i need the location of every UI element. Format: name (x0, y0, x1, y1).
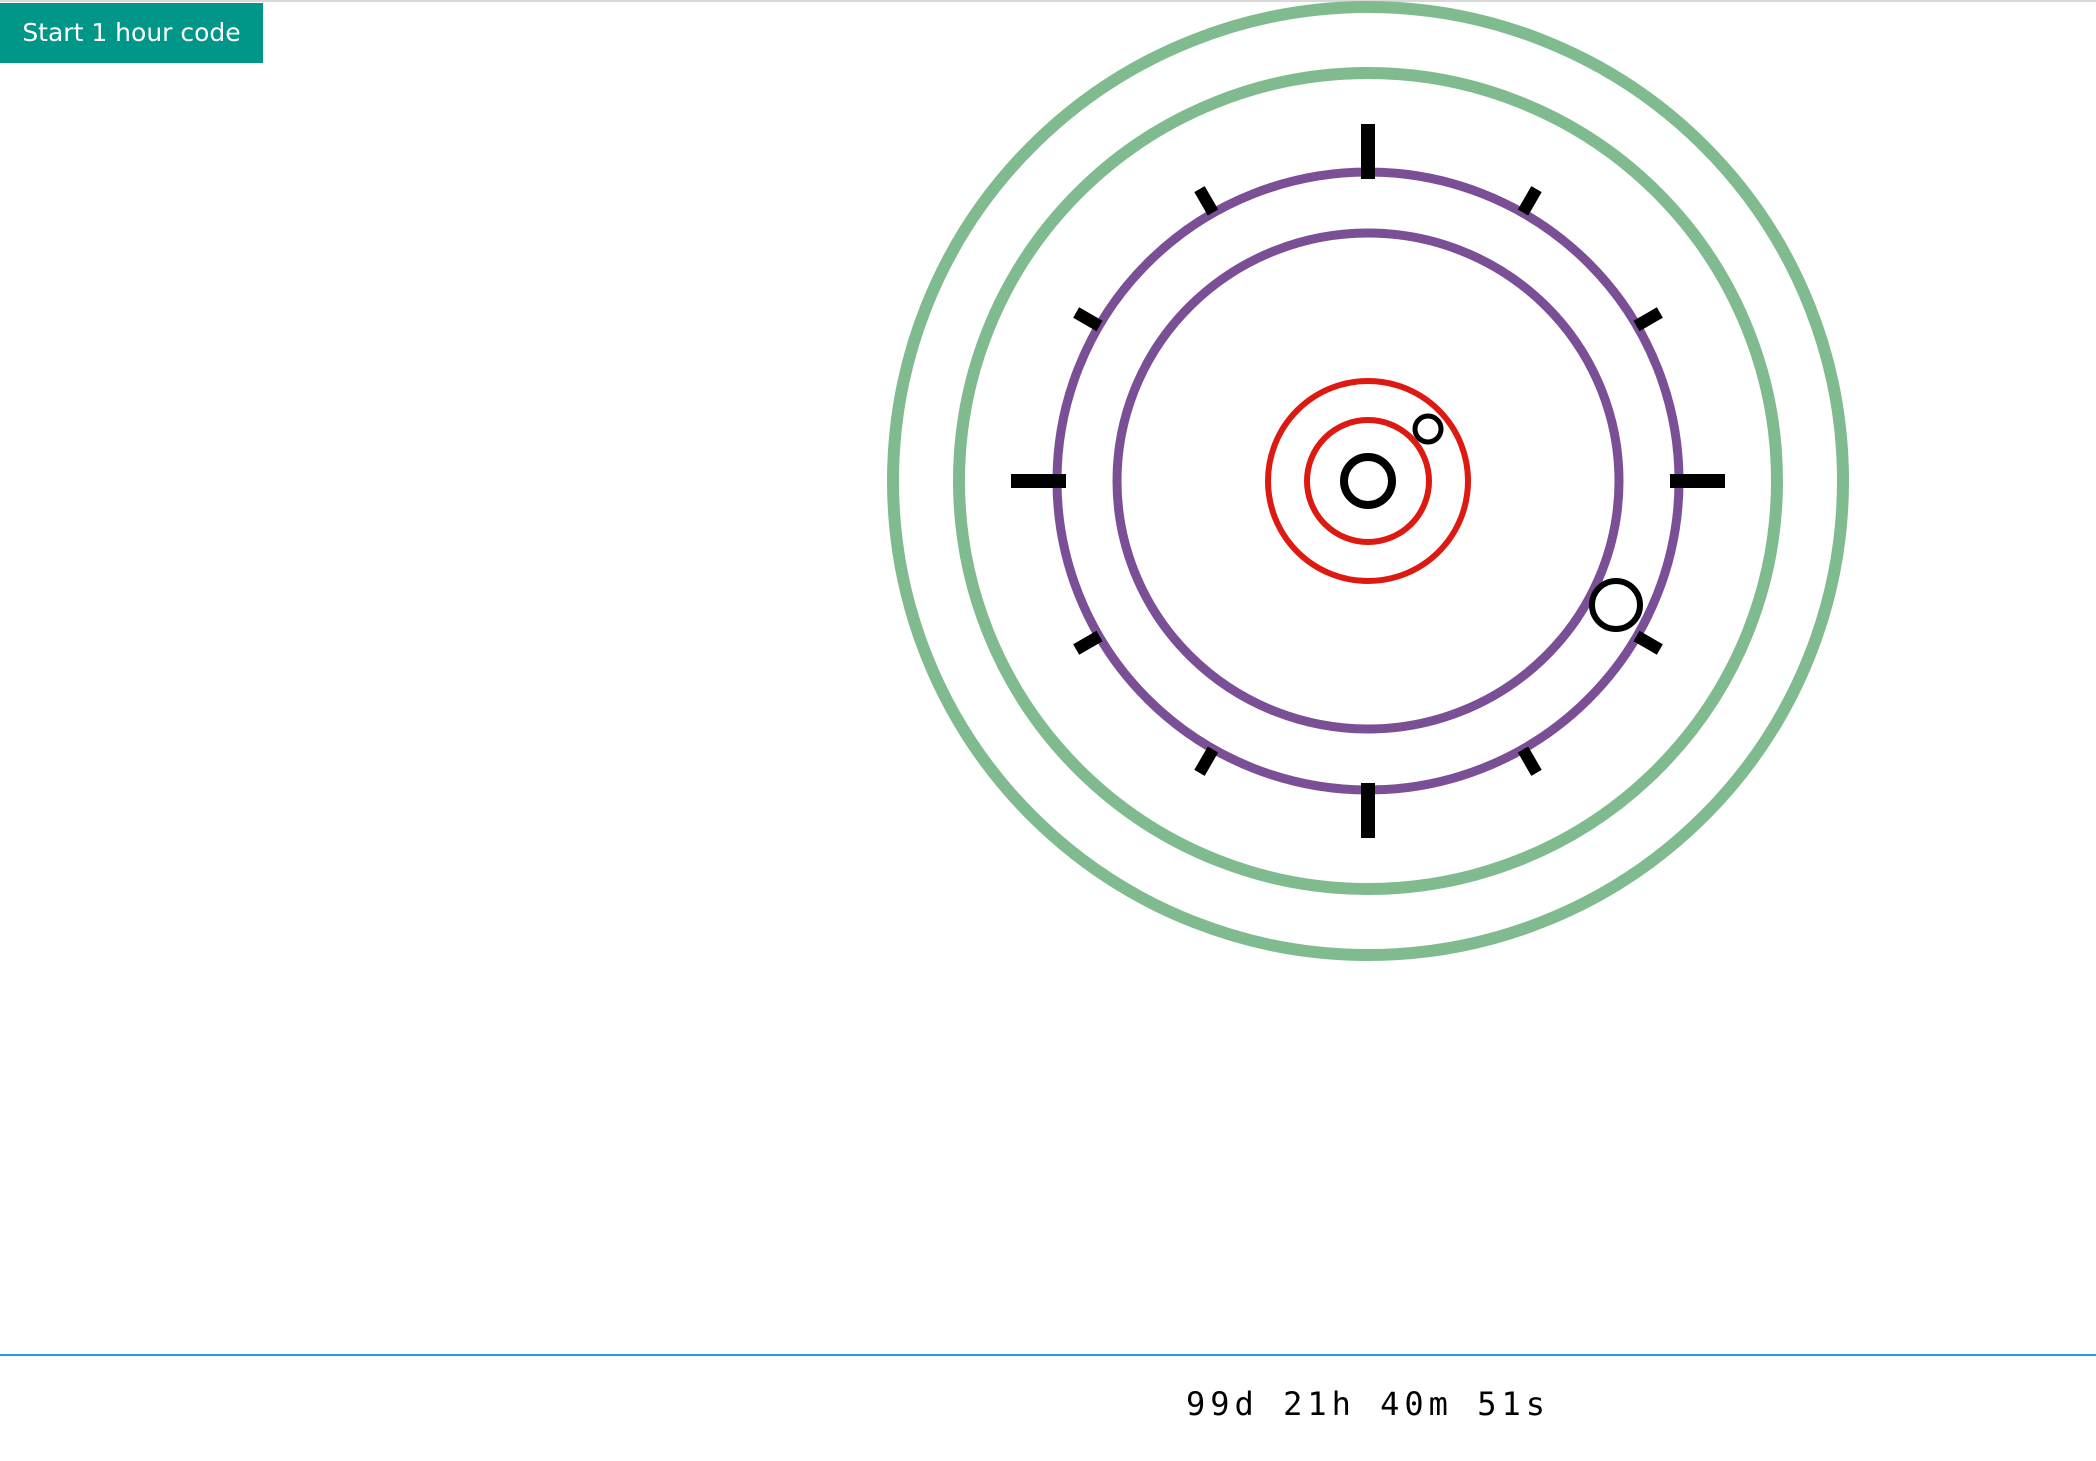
second-orbit-marker (1412, 413, 1444, 445)
middle-rings (1052, 167, 1684, 795)
hour-tick (1633, 307, 1663, 332)
orbital-clock (887, 1, 1849, 961)
hour-tick (1073, 630, 1103, 655)
hour-tick (1517, 746, 1542, 776)
hour-tick (1633, 630, 1663, 655)
inner-ring-2 (1304, 417, 1432, 545)
hour-tick (1194, 186, 1219, 216)
inner-rings (1265, 378, 1471, 584)
middle-ring-1 (1052, 167, 1684, 795)
hour-tick (1194, 746, 1219, 776)
hour-tick (1073, 307, 1103, 332)
hour-orbit-marker (1589, 578, 1643, 632)
start-1-hour-code-button[interactable]: Start 1 hour code (0, 3, 263, 63)
footer-divider (0, 1354, 2096, 1356)
countdown-timer: 99d 21h 40m 51s (1186, 1385, 1550, 1423)
top-divider (0, 0, 2096, 2)
outer-rings (887, 1, 1849, 961)
outer-ring-1 (887, 1, 1849, 961)
middle-ring-2 (1112, 228, 1624, 734)
inner-ring-1 (1265, 378, 1471, 584)
clock-ticks (1011, 124, 1725, 838)
outer-ring-2 (953, 67, 1783, 895)
center-hub-marker (1340, 453, 1396, 509)
hour-tick (1517, 186, 1542, 216)
